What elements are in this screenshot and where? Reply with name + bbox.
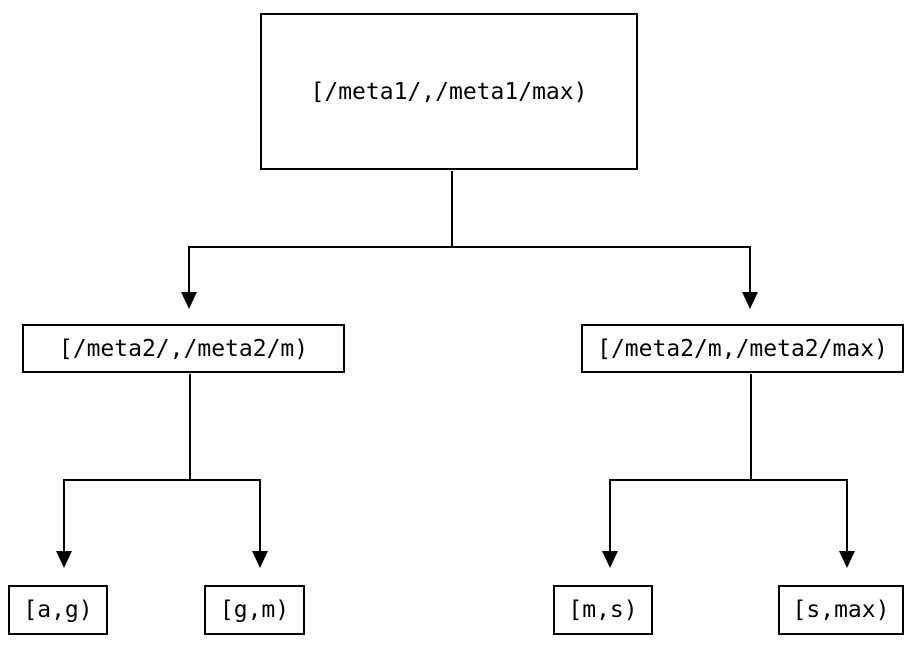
arrowhead-icon <box>839 551 855 568</box>
node-leaf-range: [m,s) <box>553 585 653 635</box>
node-root-range: [/meta1/,/meta1/max) <box>260 13 638 170</box>
edge-leftchild-to-leaves <box>56 374 268 568</box>
arrowhead-icon <box>252 551 268 568</box>
arrowhead-icon <box>56 551 72 568</box>
arrowhead-icon <box>602 551 618 568</box>
node-meta2-left-range: [/meta2/,/meta2/m) <box>22 324 345 373</box>
arrowhead-icon <box>742 292 758 309</box>
node-leaf-range: [a,g) <box>8 585 108 635</box>
node-leaf-range: [s,max) <box>778 585 904 635</box>
node-leaf-range: [g,m) <box>204 585 305 635</box>
arrowhead-icon <box>181 292 197 309</box>
node-meta2-right-range: [/meta2/m,/meta2/max) <box>581 324 904 373</box>
edge-root-to-children <box>181 171 758 309</box>
edge-rightchild-to-leaves <box>602 374 855 568</box>
